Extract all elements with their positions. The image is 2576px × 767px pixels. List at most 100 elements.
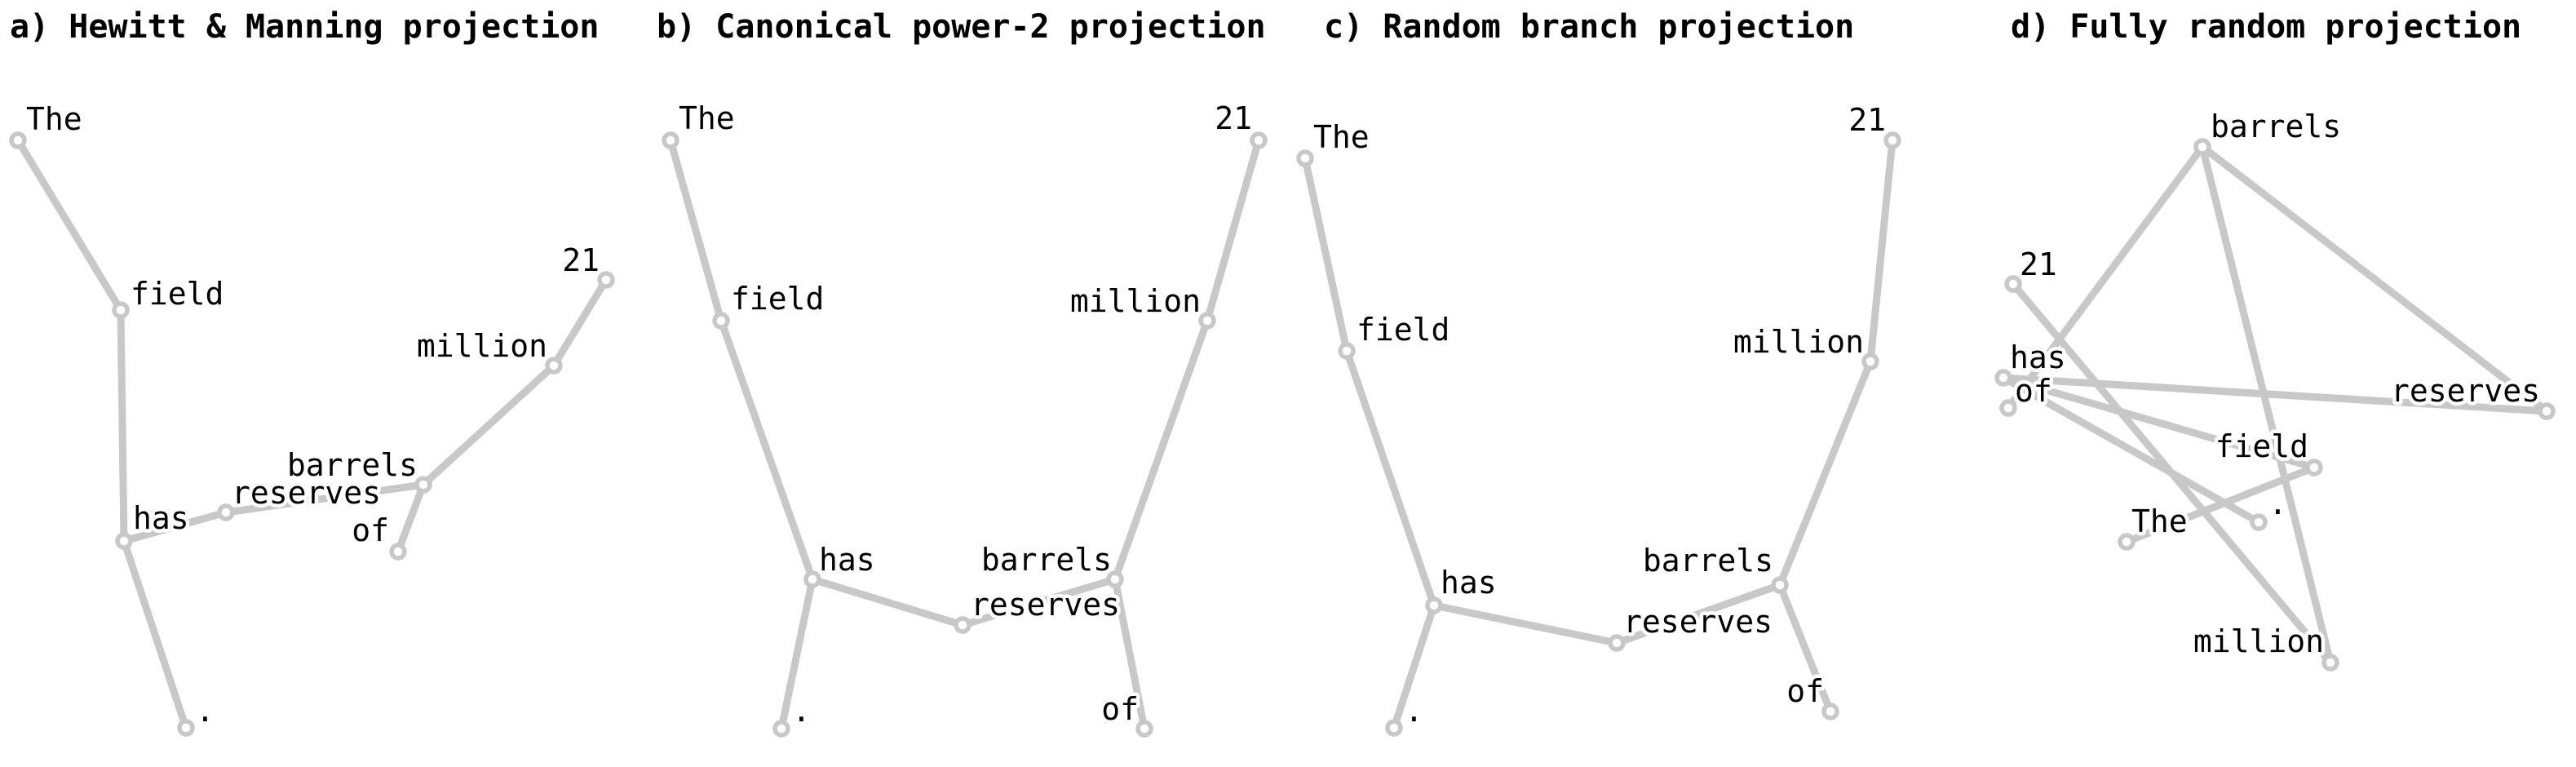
graph-node-label: reserves — [232, 475, 381, 511]
graph-edge — [394, 481, 427, 556]
graph-edge — [1999, 374, 2318, 472]
graph-node-circle — [115, 532, 133, 550]
graph-node-circle — [1296, 149, 1314, 167]
graph-node-label: The — [679, 100, 735, 136]
graph-node-label: barrels — [2211, 109, 2341, 144]
graph-edge — [120, 508, 230, 545]
graph-edge — [2004, 143, 2206, 412]
graph-node-label: 21 — [562, 242, 600, 278]
graph-node-label: of — [352, 512, 389, 548]
graph-node-circle — [662, 131, 679, 149]
graph-node-circle — [2538, 402, 2556, 420]
graph-node-label: . — [792, 693, 811, 729]
graph-node-circle — [1861, 352, 1879, 370]
graph-node-circle — [1250, 131, 1268, 149]
graph-node-circle — [954, 616, 972, 634]
graph-edge — [2009, 280, 2335, 667]
graph-edge — [958, 575, 1119, 629]
graph-node-circle — [2118, 533, 2136, 551]
graph-edge — [1776, 357, 1874, 589]
titles-layer: a) Hewitt & Manning projection b) Canoni… — [10, 8, 2521, 46]
graph-edge — [1390, 601, 1438, 732]
graph-node-label: reserves — [2391, 373, 2540, 409]
graph-edge — [1111, 317, 1211, 583]
graph-node-circle — [2004, 275, 2022, 293]
graph-edge — [666, 136, 725, 325]
graph-node-label: of — [1786, 673, 1824, 709]
panels-layer: Thefieldhas.reservesbarrelsofmillion21Th… — [9, 97, 2556, 738]
graph-node-circle — [389, 543, 407, 561]
graph-node-circle — [1999, 399, 2017, 417]
graph-edge — [777, 575, 817, 733]
graph-edge — [1301, 154, 1351, 355]
graph-edge — [1999, 374, 2263, 526]
panel-b: The field has. reserves barrels of million 21 — [662, 97, 1268, 738]
graph-edge — [14, 136, 125, 314]
graph-node-circle — [1425, 596, 1443, 614]
graph-node-circle — [2321, 654, 2339, 672]
graph-node-label: field — [2215, 428, 2308, 464]
graph-node-circle — [1883, 131, 1901, 149]
graph-node-circle — [803, 570, 821, 588]
graph-edge — [1866, 136, 1897, 366]
graph-node-label: field — [1357, 312, 1450, 348]
graph-node-circle — [177, 719, 195, 737]
graph-node-label: 21 — [1215, 100, 1252, 136]
graph-edge — [1776, 581, 1835, 716]
graph-edge — [717, 317, 817, 583]
graph-node-label: has — [819, 542, 875, 578]
graph-edge — [222, 481, 427, 517]
graph-node-circle — [1608, 634, 1626, 652]
graph-node-label: The — [2131, 503, 2188, 539]
graph-node-circle — [112, 301, 130, 319]
graph-node-circle — [1821, 703, 1839, 720]
graph-node-circle — [2193, 138, 2211, 156]
graph-edge — [1613, 581, 1784, 647]
graph-node-label: has — [1441, 565, 1497, 601]
graph-node-label: of — [1101, 691, 1139, 727]
graph-node-circle — [1338, 342, 1356, 360]
graph-node-label: barrels — [981, 542, 1112, 578]
graph-node-label: million — [2193, 623, 2324, 659]
graph-edge — [120, 537, 190, 732]
graph-node-label: has — [133, 500, 189, 536]
graph-node-circle — [1135, 720, 1153, 738]
graph-node-circle — [1771, 576, 1789, 594]
graph-node-label: million — [1070, 283, 1201, 319]
graph-node-circle — [1385, 719, 1403, 737]
graph-node-label: field — [731, 281, 824, 317]
graph-node-circle — [597, 271, 615, 289]
graph-node-label: . — [2268, 485, 2287, 521]
graph-edge — [117, 306, 128, 545]
graph-node-label: barrels — [1643, 543, 1773, 579]
graph-node-circle — [712, 312, 730, 330]
graph-edge — [1430, 601, 1621, 647]
graph-node-label: million — [417, 328, 547, 364]
graph-node-label: reserves — [1623, 604, 1773, 640]
graph-node-circle — [2250, 513, 2268, 531]
graph-node-label: barrels — [287, 447, 418, 483]
graph-edge — [808, 575, 967, 629]
graph-edge — [1111, 575, 1149, 733]
graph-edge — [1203, 136, 1263, 325]
graph-node-circle — [772, 720, 790, 738]
graph-node-label: reserves — [971, 587, 1120, 623]
graph-node-circle — [1106, 570, 1124, 588]
graph-node-label: 21 — [2020, 246, 2057, 282]
panel-title-c: c) Random branch projection — [1324, 8, 1854, 46]
graph-node-circle — [217, 503, 235, 521]
panel-title-d: d) Fully random projection — [2011, 8, 2521, 46]
graph-node-circle — [414, 476, 432, 494]
graph-node-label: million — [1733, 324, 1864, 360]
panel-title-a: a) Hewitt & Manning projection — [10, 8, 599, 46]
graph-edge — [419, 361, 558, 489]
panel-title-b: b) Canonical power-2 projection — [657, 8, 1266, 46]
graph-node-label: . — [196, 693, 215, 729]
graph-edge — [550, 276, 610, 370]
graph-node-label: The — [1313, 119, 1370, 155]
